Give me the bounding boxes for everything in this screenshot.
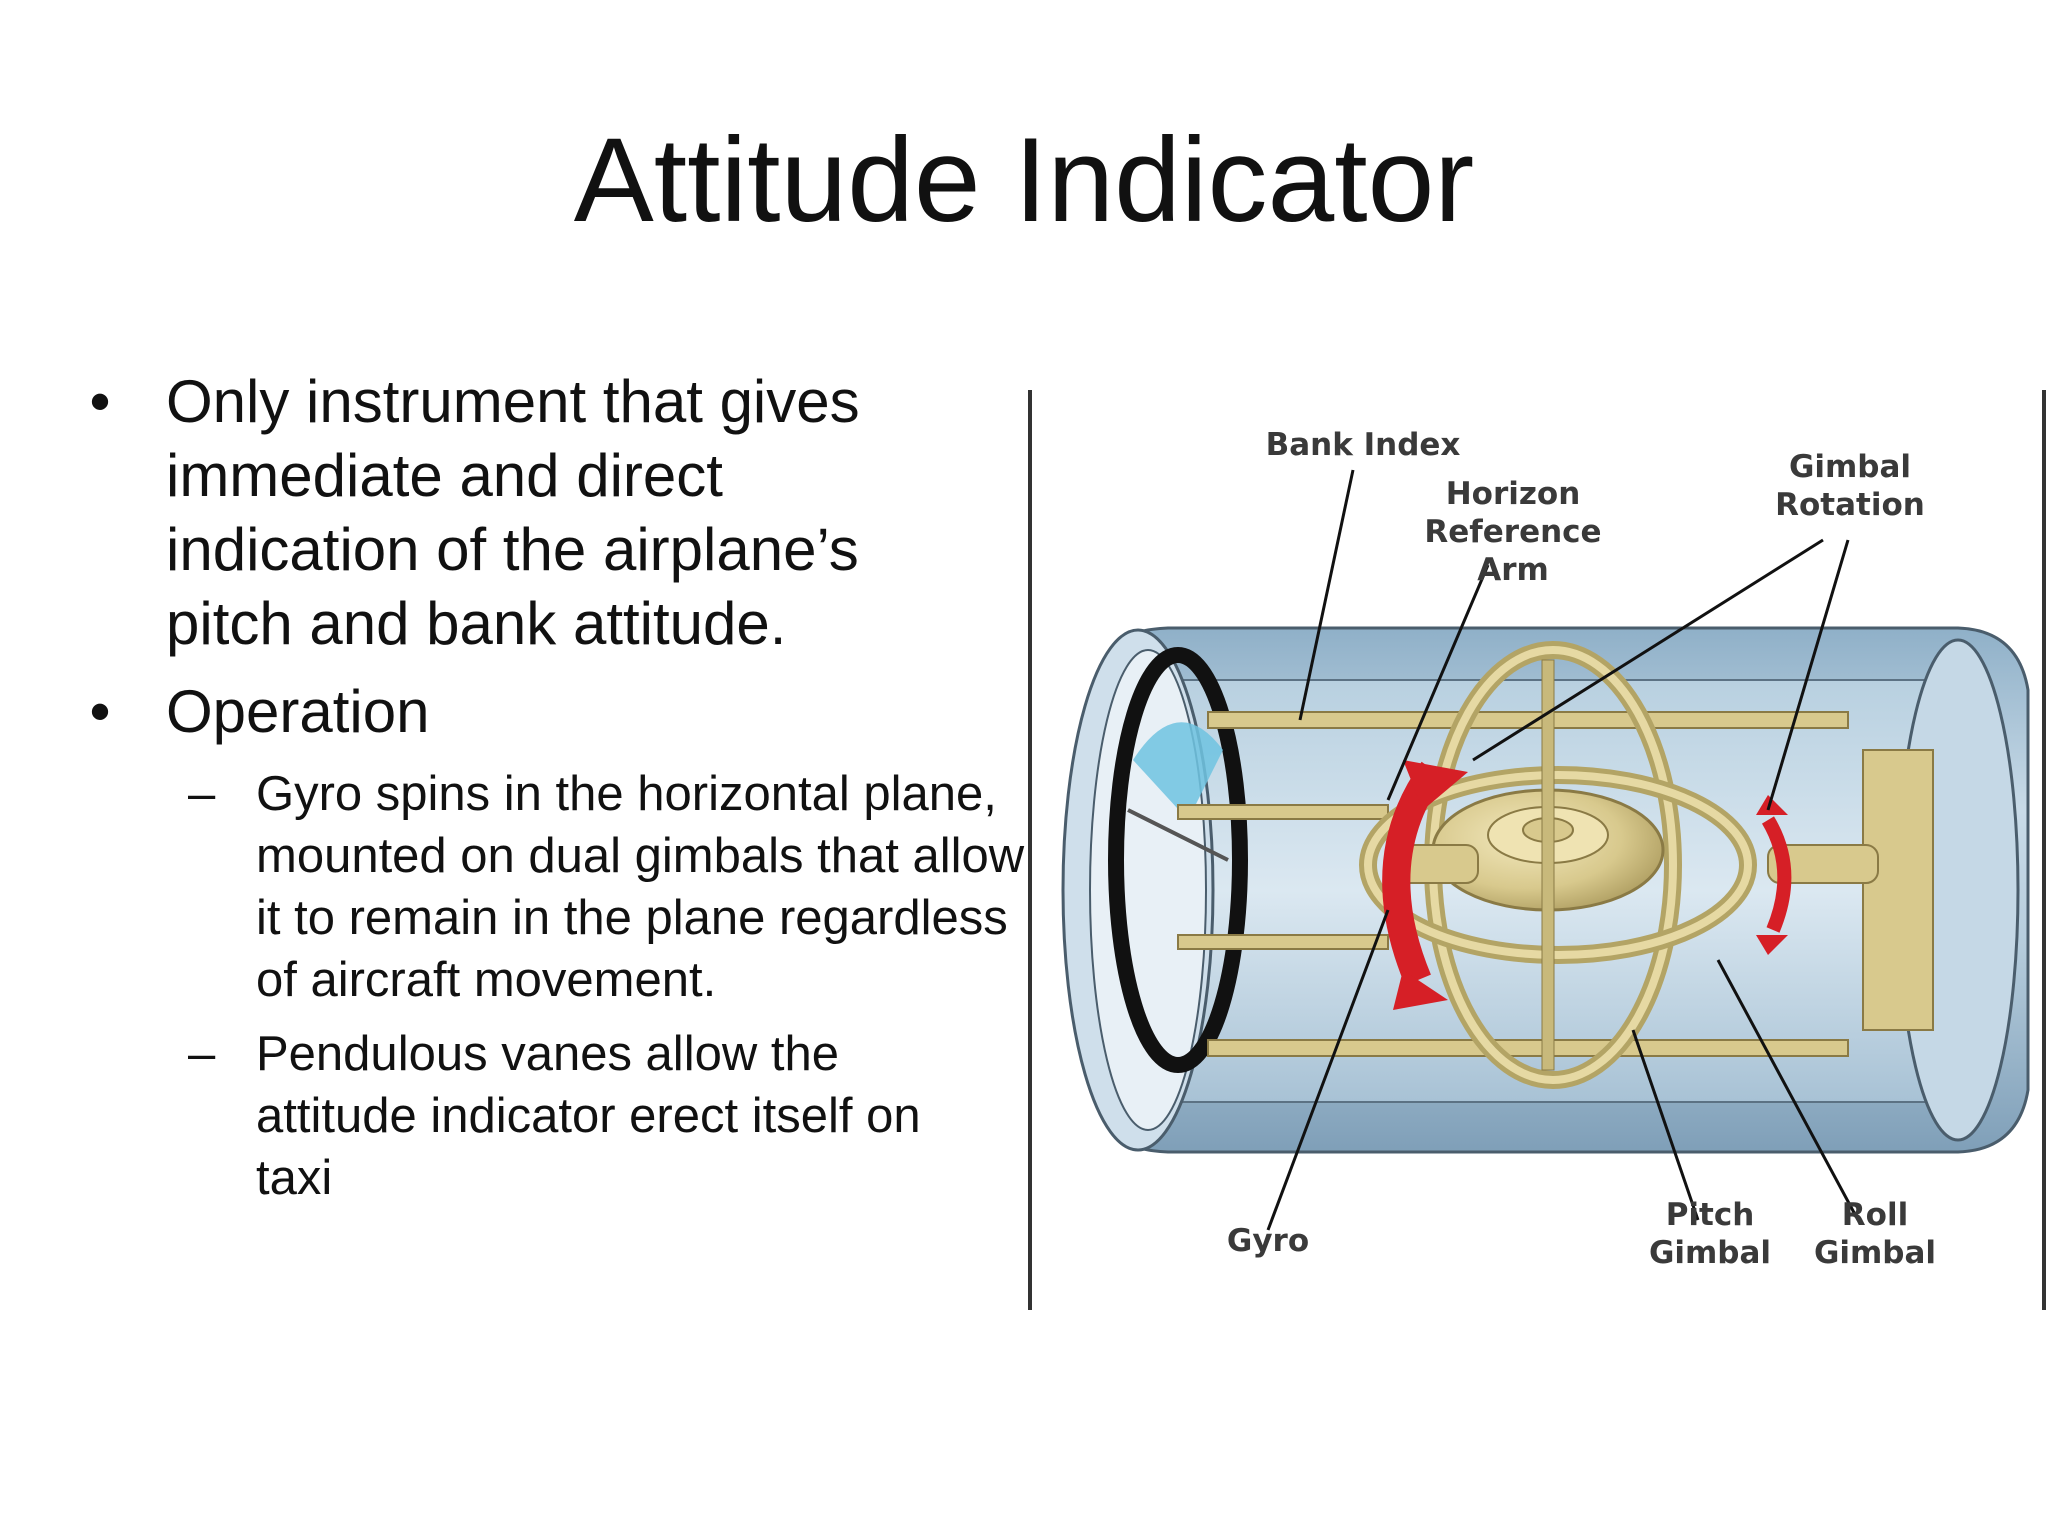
bullet-text: Only instrument that gives immediate and… <box>166 368 860 657</box>
roll-rotation-arrow <box>1761 816 1792 933</box>
label-horizon-reference-arm: Horizon Reference Arm <box>1424 476 1602 588</box>
sub-bullet-text: Gyro spins in the horizontal plane, moun… <box>256 767 1025 1007</box>
label-pitch-gimbal: Pitch Gimbal <box>1648 1197 1772 1271</box>
leader-gyro <box>1266 909 1390 1231</box>
label-gyro: Gyro <box>1226 1223 1310 1259</box>
sub-bullet-marker: – <box>188 1027 216 1081</box>
leader-gimbal-rotation-1 <box>1472 538 1824 762</box>
sub-bullet-item: – Gyro spins in the horizontal plane, mo… <box>80 763 1036 1011</box>
leader-roll-gimbal <box>1716 959 1860 1221</box>
leader-pitch-gimbal <box>1631 1029 1700 1221</box>
attitude-indicator-diagram: Bank Index Horizon Reference Arm Gimbal … <box>1028 390 2048 1310</box>
sub-bullet-text: Pendulous vanes allow the attitude indic… <box>256 1027 921 1205</box>
sub-bullet-item: – Pendulous vanes allow the attitude ind… <box>80 1023 996 1209</box>
label-roll-gimbal: Roll Gimbal <box>1813 1197 1937 1271</box>
bullet-marker: • <box>89 678 111 745</box>
roll-shaft <box>1767 844 1879 884</box>
bullet-text: Operation <box>166 678 430 745</box>
label-bank-index: Bank Index <box>1265 427 1461 463</box>
leader-bank-index <box>1298 469 1355 721</box>
bank-dial-ring <box>1108 647 1248 1073</box>
bullet-item: • Operation <box>80 675 980 749</box>
bullet-list: • Only instrument that gives immediate a… <box>80 365 1024 1221</box>
leader-horizon-arm <box>1386 564 1490 801</box>
bullet-item: • Only instrument that gives immediate a… <box>80 365 986 661</box>
label-gimbal-rotation: Gimbal Rotation <box>1775 449 1925 523</box>
gyro-cutaway-illustration <box>1028 390 2046 1310</box>
horizon-arm <box>1177 804 1389 820</box>
leader-gimbal-rotation-2 <box>1766 539 1850 811</box>
sub-bullet-marker: – <box>188 767 216 821</box>
dial-sky <box>1133 722 1223 820</box>
slide-title: Attitude Indicator <box>573 113 1475 247</box>
bullet-marker: • <box>89 368 111 435</box>
rear-bracket <box>1862 749 1934 1031</box>
